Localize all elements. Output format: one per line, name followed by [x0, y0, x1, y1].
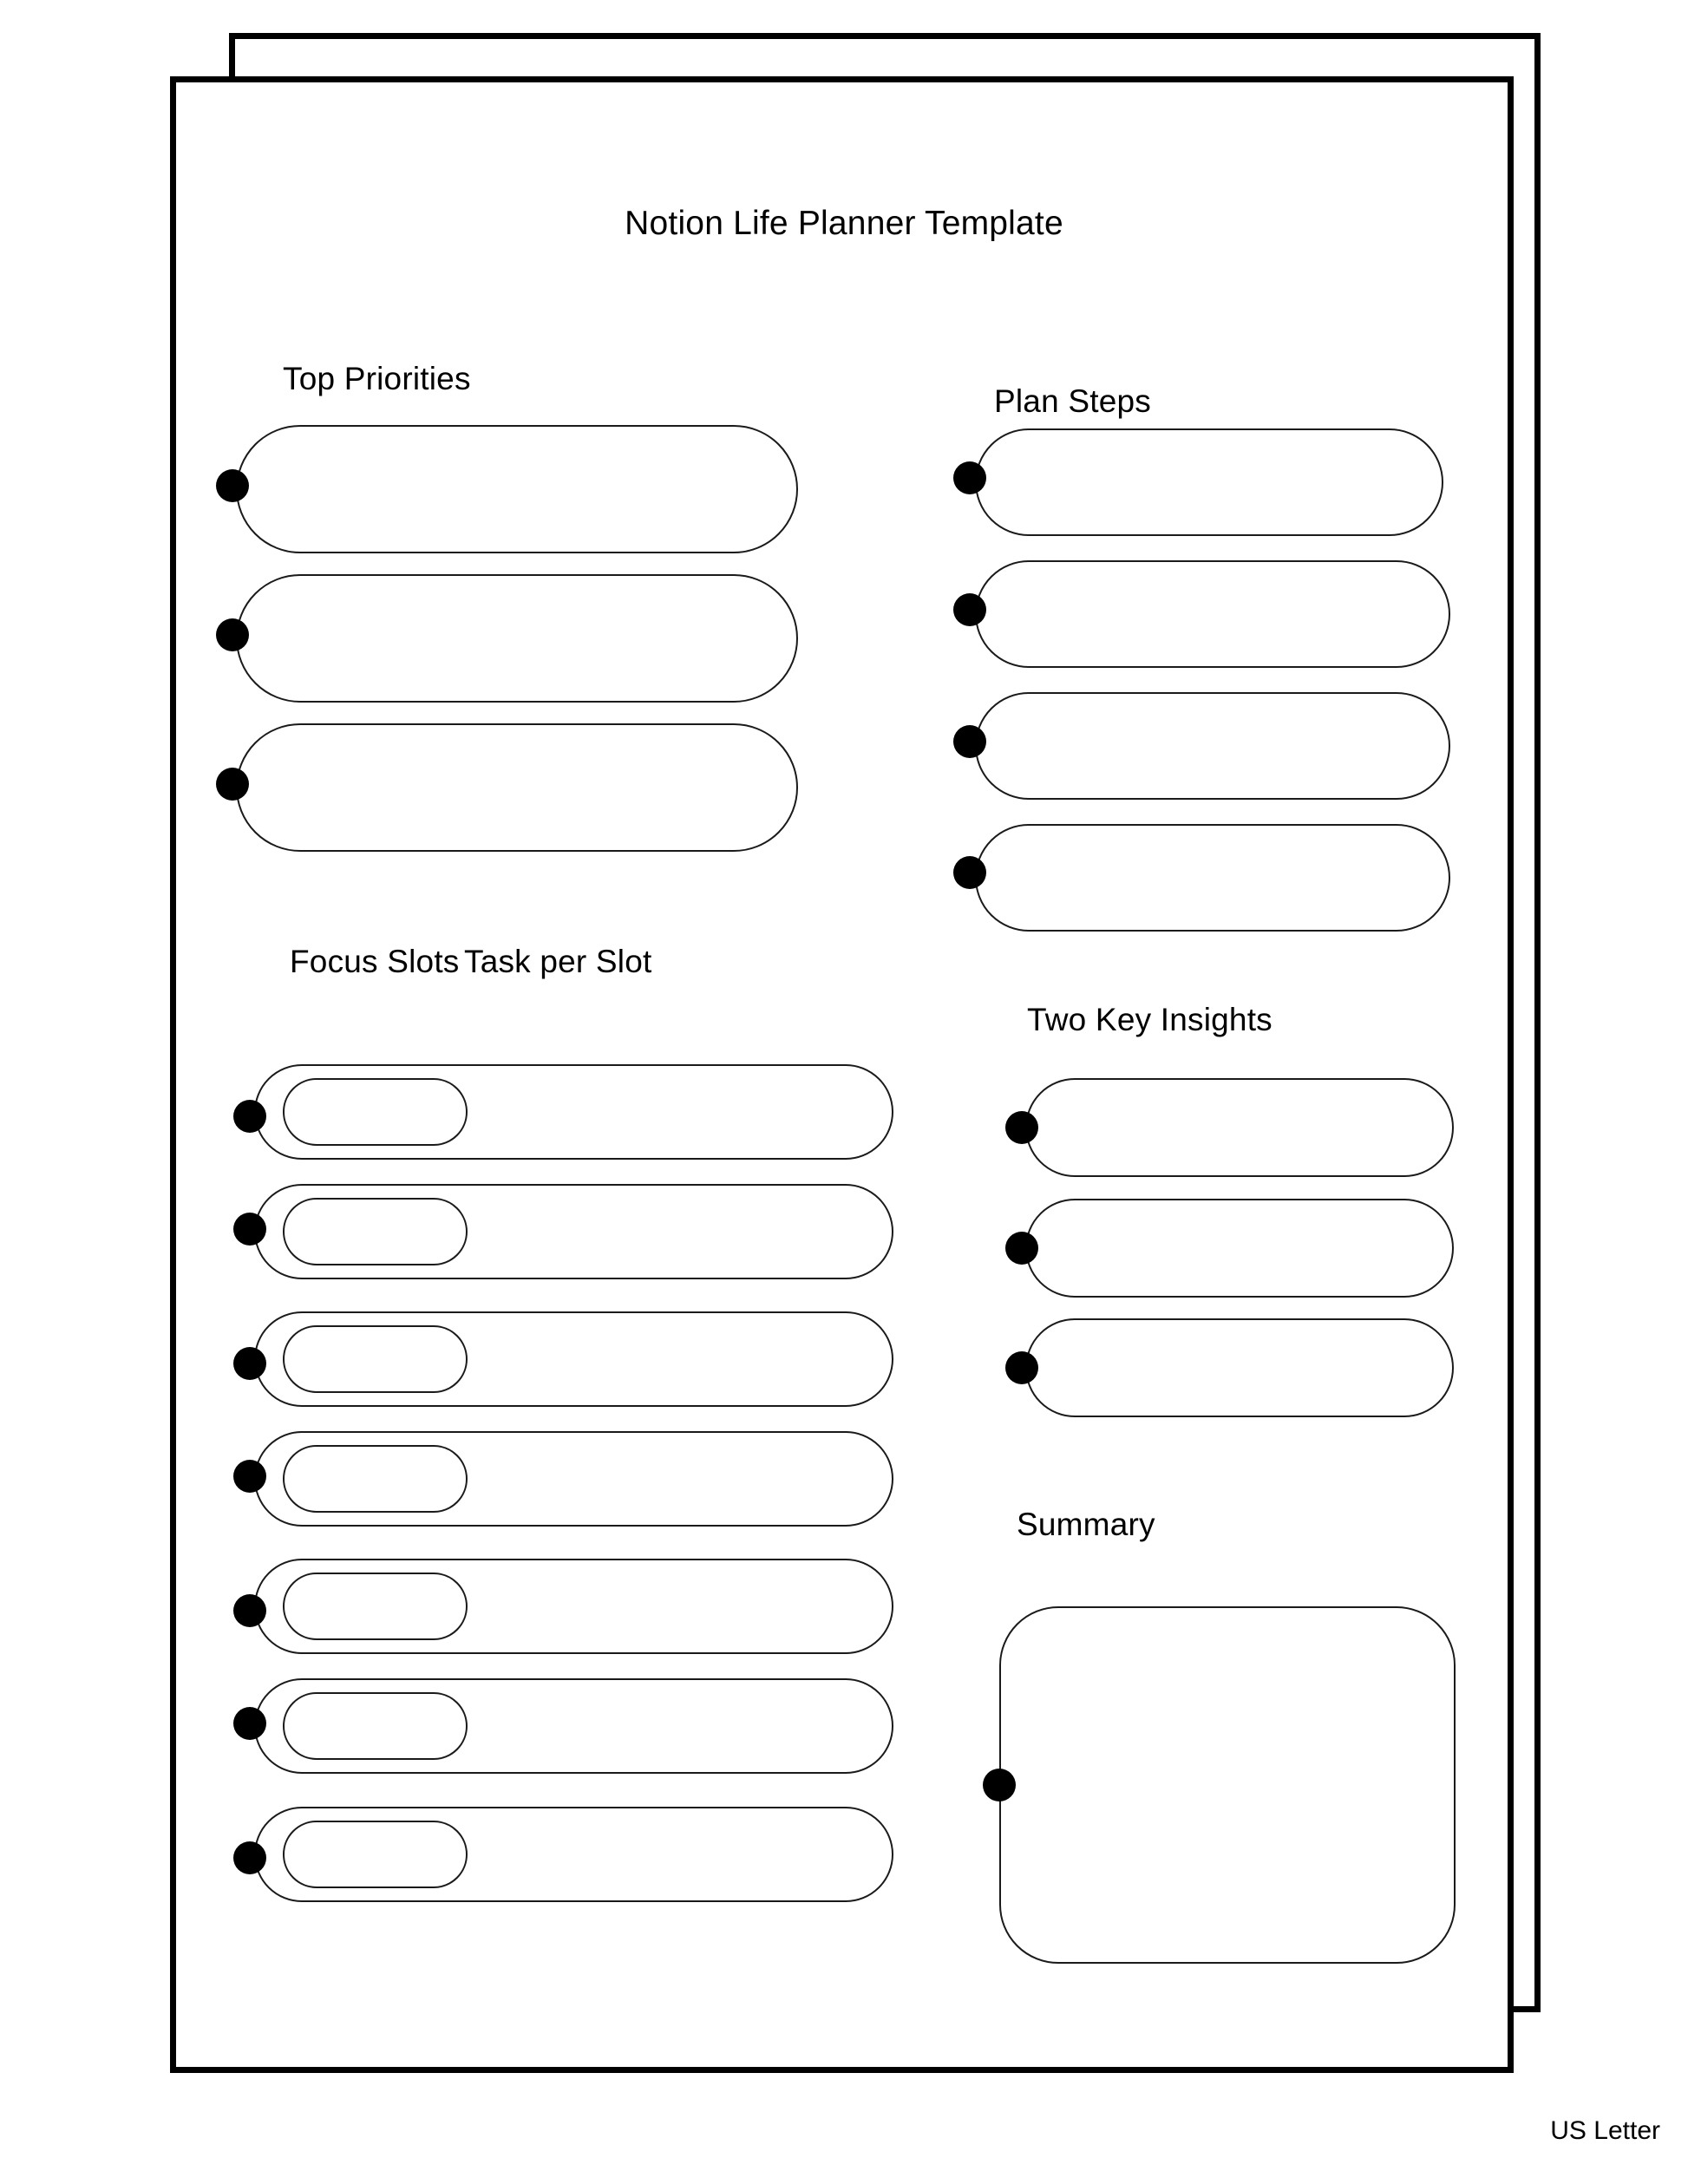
section-label-task-per-slot: Task per Slot	[464, 944, 652, 979]
plan-step-bullet-icon	[953, 856, 986, 889]
top-priority-row[interactable]	[236, 574, 798, 703]
focus-slot-bullet-icon	[233, 1460, 266, 1493]
plan-step-row[interactable]	[975, 692, 1450, 800]
plan-step-row[interactable]	[975, 824, 1450, 932]
summary-box[interactable]	[999, 1606, 1456, 1964]
plan-step-row[interactable]	[975, 428, 1443, 536]
focus-slot-task-field[interactable]	[283, 1821, 468, 1888]
section-label-focus-slots: Focus Slots	[290, 944, 460, 979]
plan-step-bullet-icon	[953, 725, 986, 758]
top-priority-bullet-icon	[216, 618, 249, 651]
key-insight-bullet-icon	[1005, 1111, 1038, 1144]
page-title: Notion Life Planner Template	[625, 205, 1063, 242]
focus-slot-bullet-icon	[233, 1347, 266, 1380]
key-insight-row[interactable]	[1025, 1318, 1454, 1417]
plan-step-bullet-icon	[953, 593, 986, 626]
top-priority-bullet-icon	[216, 768, 249, 801]
focus-slot-bullet-icon	[233, 1841, 266, 1874]
key-insight-row[interactable]	[1025, 1078, 1454, 1177]
focus-slot-bullet-icon	[233, 1594, 266, 1627]
focus-slot-task-field[interactable]	[283, 1692, 468, 1760]
top-priority-bullet-icon	[216, 469, 249, 502]
plan-step-row[interactable]	[975, 560, 1450, 668]
key-insight-bullet-icon	[1005, 1232, 1038, 1265]
section-label-two-key-insights: Two Key Insights	[1027, 1002, 1273, 1037]
plan-step-bullet-icon	[953, 461, 986, 494]
paper-size-caption: US Letter	[1550, 2116, 1660, 2145]
focus-slot-bullet-icon	[233, 1707, 266, 1740]
top-priority-row[interactable]	[236, 425, 798, 553]
focus-slot-task-field[interactable]	[283, 1198, 468, 1265]
section-label-plan-steps: Plan Steps	[994, 383, 1151, 419]
key-insight-row[interactable]	[1025, 1199, 1454, 1298]
focus-slot-task-field[interactable]	[283, 1445, 468, 1513]
focus-slot-task-field[interactable]	[283, 1078, 468, 1146]
section-label-top-priorities: Top Priorities	[283, 361, 471, 396]
focus-slot-task-field[interactable]	[283, 1573, 468, 1640]
focus-slot-task-field[interactable]	[283, 1325, 468, 1393]
top-priority-row[interactable]	[236, 723, 798, 852]
focus-slot-bullet-icon	[233, 1213, 266, 1246]
key-insight-bullet-icon	[1005, 1351, 1038, 1384]
focus-slot-bullet-icon	[233, 1100, 266, 1133]
section-label-summary: Summary	[1017, 1507, 1155, 1542]
summary-bullet-icon	[983, 1769, 1016, 1801]
